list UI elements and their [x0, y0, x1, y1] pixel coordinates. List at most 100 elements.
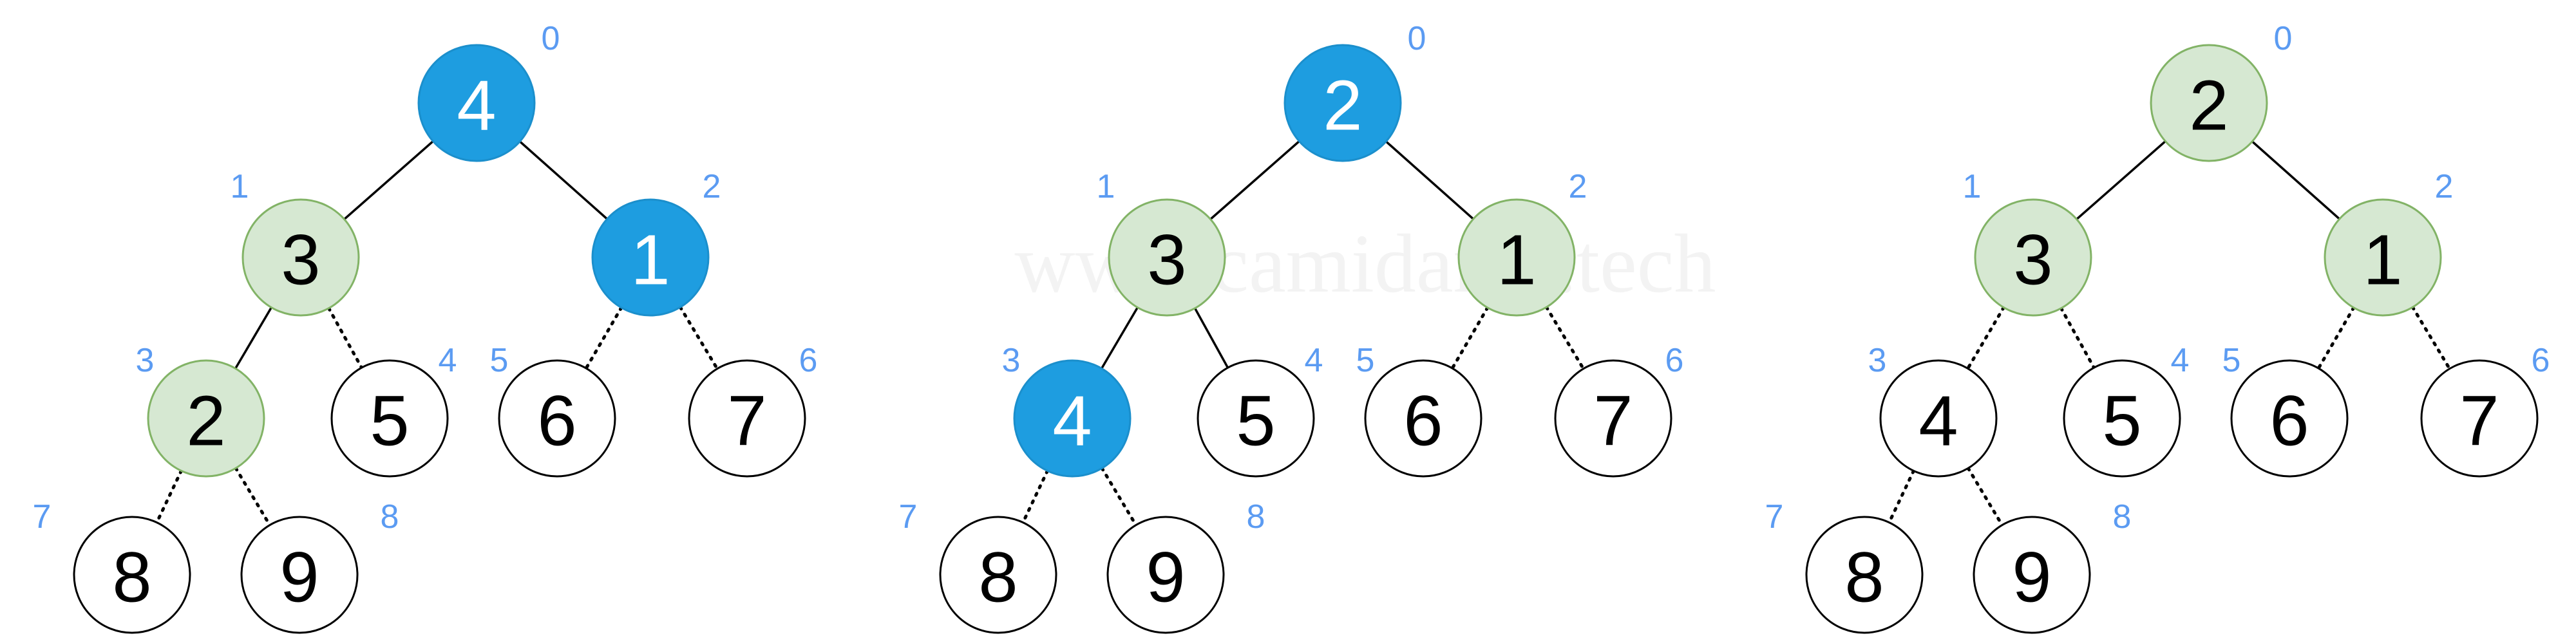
node-circle-white — [2230, 359, 2349, 478]
node-index-label: 3 — [1002, 342, 1021, 379]
node-circle-white — [330, 359, 449, 478]
edge-solid — [1209, 140, 1300, 220]
node-value: 1 — [630, 221, 670, 300]
node-circle-white — [688, 359, 806, 478]
heap-node: 65 — [2222, 342, 2349, 478]
node-index-label: 3 — [1868, 342, 1887, 379]
node-index-label: 5 — [1356, 342, 1375, 379]
edge-dotted — [1887, 469, 1916, 525]
edge-solid — [2076, 140, 2166, 220]
edge-dotted — [1544, 305, 1586, 371]
heap-node: 54 — [1197, 342, 1323, 478]
node-circle-white — [1879, 359, 1998, 478]
node-circle-white — [1364, 359, 1482, 478]
node-circle-blue — [417, 44, 536, 162]
tree-panels: 4031122354657687982031124354657687982031… — [33, 20, 2550, 634]
heap-node: 54 — [2063, 342, 2190, 478]
node-index-label: 4 — [2171, 342, 2190, 379]
node-circle-white — [1106, 516, 1225, 634]
edge-solid — [519, 140, 608, 220]
edge-solid — [343, 140, 434, 220]
node-value: 5 — [1236, 382, 1275, 461]
edge-dotted — [1100, 466, 1138, 527]
node-circle-blue — [1013, 359, 1132, 478]
node-value: 8 — [112, 538, 151, 617]
node-index-label: 0 — [542, 20, 560, 57]
heap-node: 31 — [231, 168, 360, 317]
node-index-label: 4 — [439, 342, 457, 379]
node-circle-white — [2063, 359, 2181, 478]
node-index-label: 7 — [1765, 498, 1784, 536]
node-value: 7 — [1593, 382, 1633, 461]
edge-dotted — [1021, 469, 1050, 525]
heap-node: 65 — [490, 342, 616, 478]
node-value: 5 — [370, 382, 409, 461]
node-value: 2 — [186, 382, 225, 461]
edge-dotted — [584, 306, 623, 370]
node-value: 7 — [727, 382, 766, 461]
heap-node: 40 — [417, 20, 560, 162]
edge-solid — [2251, 140, 2340, 220]
heap-node: 54 — [330, 342, 457, 478]
node-circle-green — [1974, 198, 2092, 317]
edge-solid — [1385, 140, 1474, 220]
node-circle-green — [147, 359, 265, 478]
node-value: 4 — [457, 66, 496, 145]
node-index-label: 8 — [1247, 498, 1265, 536]
node-index-label: 1 — [1097, 168, 1115, 205]
node-circle-blue — [1283, 44, 1402, 162]
node-circle-white — [1805, 516, 1924, 634]
node-index-label: 6 — [1665, 342, 1684, 379]
node-value: 9 — [1146, 538, 1185, 617]
node-circle-green — [2150, 44, 2268, 162]
node-value: 8 — [1844, 538, 1884, 617]
node-index-label: 2 — [2435, 168, 2454, 205]
heap-node: 87 — [33, 498, 191, 634]
node-circle-white — [1554, 359, 1672, 478]
node-index-label: 6 — [799, 342, 818, 379]
node-circle-white — [240, 516, 359, 634]
heap-node: 31 — [1963, 168, 2092, 317]
edge-dotted — [327, 306, 364, 369]
heap-node: 12 — [591, 168, 721, 317]
node-index-label: 1 — [231, 168, 249, 205]
edge-dotted — [155, 469, 184, 525]
node-index-label: 8 — [381, 498, 399, 536]
node-index-label: 4 — [1305, 342, 1323, 379]
edge-solid — [1101, 306, 1139, 369]
node-index-label: 0 — [1408, 20, 1426, 57]
edge-dotted — [2059, 306, 2096, 369]
node-circle-green — [1108, 198, 1226, 317]
heap-node: 98 — [1973, 498, 2131, 634]
edge-dotted — [2316, 306, 2356, 370]
node-value: 3 — [2013, 221, 2052, 300]
node-index-label: 5 — [2222, 342, 2241, 379]
edge-dotted — [1966, 306, 2005, 370]
edge-dotted — [678, 305, 719, 371]
node-index-label: 7 — [33, 498, 52, 536]
node-value: 7 — [2459, 382, 2499, 461]
heap-node: 43 — [1002, 342, 1132, 478]
node-value: 6 — [1403, 382, 1443, 461]
node-circle-white — [2420, 359, 2539, 478]
heap-node: 76 — [688, 342, 818, 478]
node-circle-blue — [591, 198, 710, 317]
node-value: 4 — [1918, 382, 1958, 461]
heap-node: 12 — [2324, 168, 2454, 317]
node-value: 2 — [1323, 66, 1362, 145]
heap-node: 65 — [1356, 342, 1482, 478]
node-circle-green — [1457, 198, 1576, 317]
node-circle-green — [2324, 198, 2442, 317]
node-value: 5 — [2102, 382, 2141, 461]
heap-node: 23 — [136, 342, 265, 478]
edge-dotted — [234, 466, 272, 527]
edge-dotted — [1450, 306, 1490, 370]
node-value: 9 — [2012, 538, 2051, 617]
node-value: 6 — [2269, 382, 2309, 461]
node-circle-white — [73, 516, 191, 634]
node-circle-white — [1197, 359, 1315, 478]
node-value: 4 — [1052, 382, 1092, 461]
